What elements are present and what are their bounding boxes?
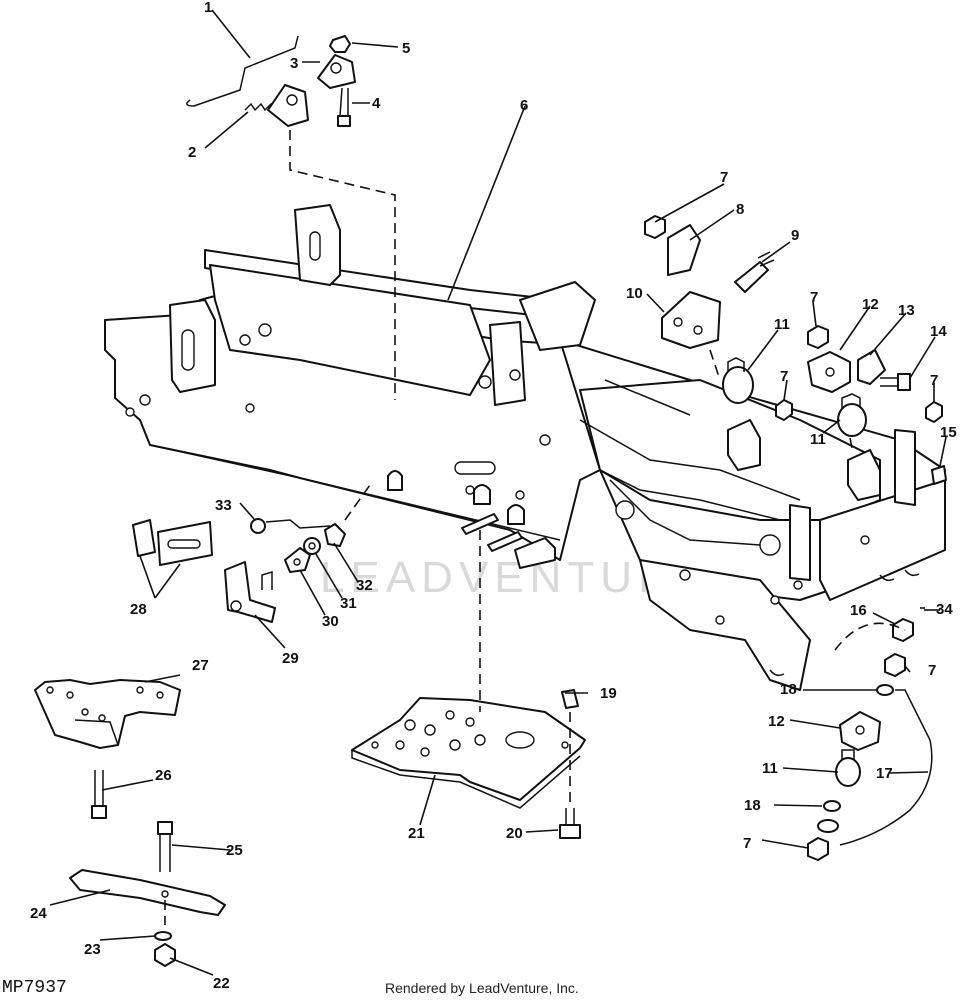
callout-1: 1 <box>204 0 212 16</box>
part-27-bracket <box>34 679 181 749</box>
callout-11: 11 <box>774 316 790 333</box>
part-1-rod <box>186 35 299 107</box>
callout-5: 5 <box>402 40 410 57</box>
part-10-mount <box>661 291 721 349</box>
part-7-nut-a <box>644 215 666 239</box>
part-11-isolator-b <box>837 393 867 437</box>
part-29-lever <box>224 561 276 623</box>
callout-31: 31 <box>340 595 357 612</box>
part-21-plate <box>351 697 586 801</box>
part-5-nut <box>329 35 351 53</box>
part-22-nut <box>154 943 176 967</box>
part-23-washer <box>154 931 172 941</box>
part-16-nut <box>892 618 914 642</box>
callout-9: 9 <box>791 227 799 244</box>
callout-3: 3 <box>290 55 298 72</box>
callout-13: 13 <box>898 302 915 319</box>
part-7-nut-f <box>807 837 829 861</box>
part-7-nut-e <box>884 653 906 677</box>
credit-text: Rendered by LeadVenture, Inc. <box>385 980 579 996</box>
callout-12: 12 <box>862 296 879 313</box>
callout-25: 25 <box>226 842 243 859</box>
part-28-plate-a <box>132 519 156 557</box>
leader-lines <box>49 9 947 976</box>
callout-labels: 1 2 3 4 5 6 7 8 9 10 11 12 13 14 15 16 1… <box>30 0 957 992</box>
callout-33: 33 <box>215 497 232 514</box>
part-7-nut-c <box>775 399 793 421</box>
callout-24: 24 <box>30 905 47 922</box>
callout-28: 28 <box>130 601 147 618</box>
callout-11-b: 11 <box>810 431 826 448</box>
part-13-clamp <box>857 349 886 385</box>
part-3-bracket <box>267 84 309 127</box>
callout-27: 27 <box>192 657 209 674</box>
part-11-isolator-c <box>835 749 861 787</box>
part-8-clamp <box>667 224 701 276</box>
callout-34: 34 <box>936 601 953 618</box>
callout-29: 29 <box>282 650 299 667</box>
callout-7: 7 <box>720 169 728 186</box>
part-4-bolt <box>337 87 351 127</box>
callout-6: 6 <box>520 97 528 114</box>
part-25-bolt <box>157 821 173 872</box>
part-33-bushing <box>250 518 266 534</box>
callout-7-e: 7 <box>928 662 936 679</box>
callout-23: 23 <box>84 941 101 958</box>
callout-26: 26 <box>155 767 172 784</box>
main-frame <box>104 204 946 691</box>
part-18-washer-a <box>876 684 894 696</box>
callout-22: 22 <box>213 975 230 992</box>
part-15-clip <box>931 465 947 485</box>
callout-7-d: 7 <box>930 372 938 389</box>
part-14-bolt <box>880 373 911 391</box>
figure-id: MP7937 <box>2 978 67 998</box>
callout-17: 17 <box>876 765 893 782</box>
callout-12-b: 12 <box>768 713 785 730</box>
part-7-nut-d <box>925 401 943 423</box>
callout-18-b: 18 <box>744 797 761 814</box>
callout-8: 8 <box>736 201 744 218</box>
part-32-clip <box>324 523 346 547</box>
callout-19: 19 <box>600 685 617 702</box>
callout-16: 16 <box>850 602 867 619</box>
callout-7-c: 7 <box>780 368 788 385</box>
callout-18: 18 <box>780 681 797 698</box>
part-24-strap <box>69 869 226 916</box>
callout-32: 32 <box>356 577 373 594</box>
part-20-screw <box>559 808 581 839</box>
callout-14: 14 <box>930 323 947 340</box>
callout-20: 20 <box>506 825 523 842</box>
part-26-bolt <box>91 770 107 819</box>
part-7-nut-b <box>807 325 829 349</box>
callout-30: 30 <box>322 613 339 630</box>
callout-7-f: 7 <box>743 835 751 852</box>
callout-7-b: 7 <box>810 289 818 306</box>
callout-11-c: 11 <box>762 760 778 777</box>
callout-21: 21 <box>408 825 425 842</box>
part-9-stud <box>734 251 775 293</box>
callout-4: 4 <box>372 95 381 112</box>
callout-15: 15 <box>940 424 957 441</box>
part-11-isolator-a <box>722 357 754 404</box>
part-19-clip <box>561 689 579 709</box>
callout-2: 2 <box>188 144 196 161</box>
callout-10: 10 <box>626 285 643 302</box>
part-18-washer-b <box>823 800 841 812</box>
part-17-ground-cable <box>839 689 933 846</box>
